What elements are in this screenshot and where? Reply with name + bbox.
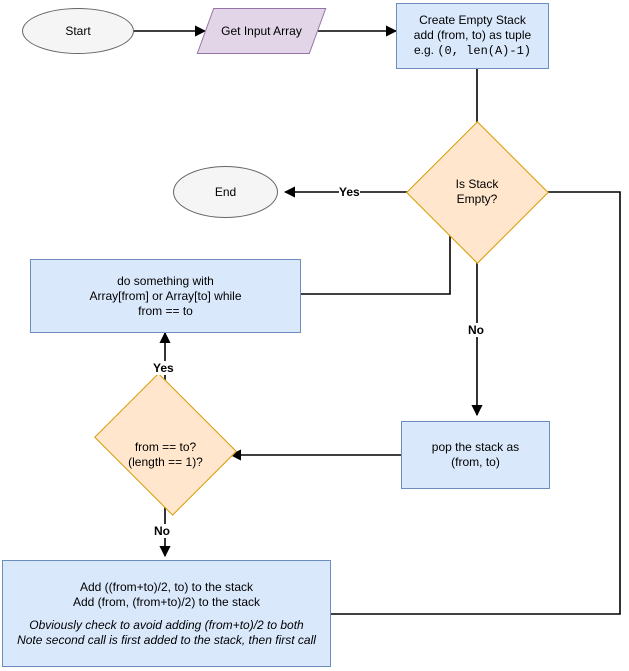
node-end-label: End <box>214 184 237 199</box>
edge-label-no-to-pop: No <box>468 323 484 337</box>
create-stack-line3-code: (0, len(A)-1) <box>437 44 531 58</box>
create-stack-line3-prefix: e.g. <box>414 43 438 57</box>
do-something-line3: from == to <box>138 303 193 318</box>
edge-label-yes-to-end: Yes <box>339 185 360 199</box>
add-to-stack-note2: Note second call is first added to the s… <box>17 632 316 647</box>
add-to-stack-line2: Add (from, (from+to)/2) to the stack <box>72 594 261 609</box>
node-is-stack-empty[interactable]: Is Stack Empty? <box>405 120 549 264</box>
pop-stack-line1: pop the stack as <box>431 440 520 454</box>
create-stack-line1: Create Empty Stack <box>419 13 526 27</box>
from-equals-to-line2: (length == 1)? <box>128 455 203 469</box>
is-stack-empty-line1: Is Stack <box>455 177 499 191</box>
do-something-line1: do something with <box>117 273 214 288</box>
edge-label-no-to-add: No <box>154 524 170 538</box>
node-pop-the-stack[interactable]: pop the stack as (from, to) <box>401 421 550 489</box>
pop-stack-line2: (from, to) <box>451 455 500 469</box>
is-stack-empty-line2: Empty? <box>456 192 498 206</box>
node-from-equals-to[interactable]: from == to? (length == 1)? <box>87 373 244 519</box>
node-end[interactable]: End <box>173 166 278 218</box>
node-do-something[interactable]: do something with Array[from] or Array[t… <box>30 259 301 333</box>
node-get-input-array[interactable]: Get Input Array <box>196 8 327 54</box>
node-add-to-stack[interactable]: Add ((from+to)/2, to) to the stack Add (… <box>2 560 331 667</box>
node-start-label: Start <box>65 23 91 38</box>
from-equals-to-line1: from == to? <box>134 440 197 454</box>
node-create-empty-stack[interactable]: Create Empty Stack add (from, to) as tup… <box>396 3 549 69</box>
add-to-stack-note1: Obviously check to avoid adding (from+to… <box>29 617 304 632</box>
node-start[interactable]: Start <box>22 8 134 54</box>
create-stack-line2: add (from, to) as tuple <box>413 28 532 42</box>
do-something-line2: Array[from] or Array[to] while <box>89 288 242 303</box>
text-spacer <box>7 610 326 618</box>
edge-label-yes-to-do-something: Yes <box>153 361 174 375</box>
node-get-input-array-label: Get Input Array <box>221 23 302 38</box>
add-to-stack-line1: Add ((from+to)/2, to) to the stack <box>79 579 254 594</box>
